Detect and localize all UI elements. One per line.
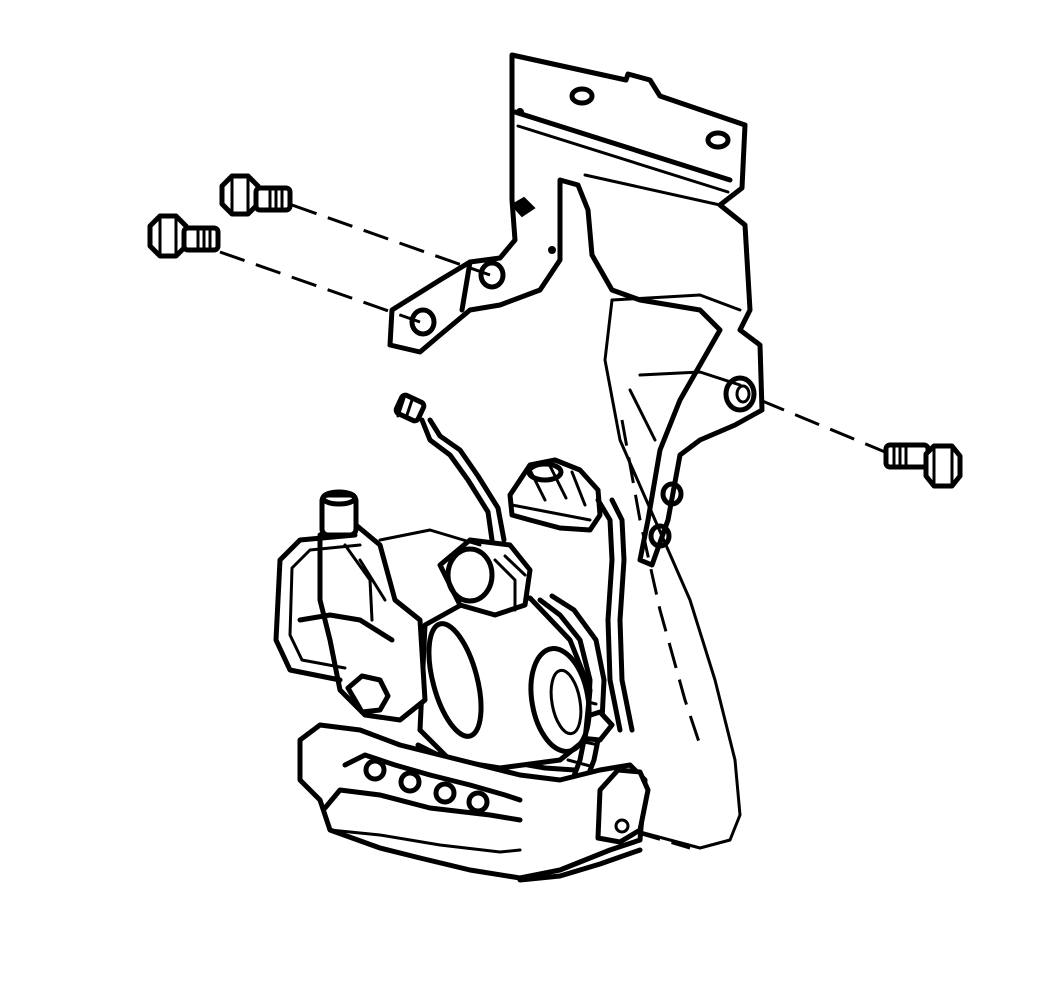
upper-left-bolt <box>219 173 293 217</box>
electrical-connector <box>507 457 603 533</box>
right-bolt <box>883 442 963 489</box>
air-line-fitting <box>393 392 507 543</box>
lower-left-bolt <box>147 213 221 259</box>
mounting-bracket <box>387 52 765 850</box>
installation-guide-lines <box>219 203 886 850</box>
compressor-assembly <box>273 489 651 883</box>
